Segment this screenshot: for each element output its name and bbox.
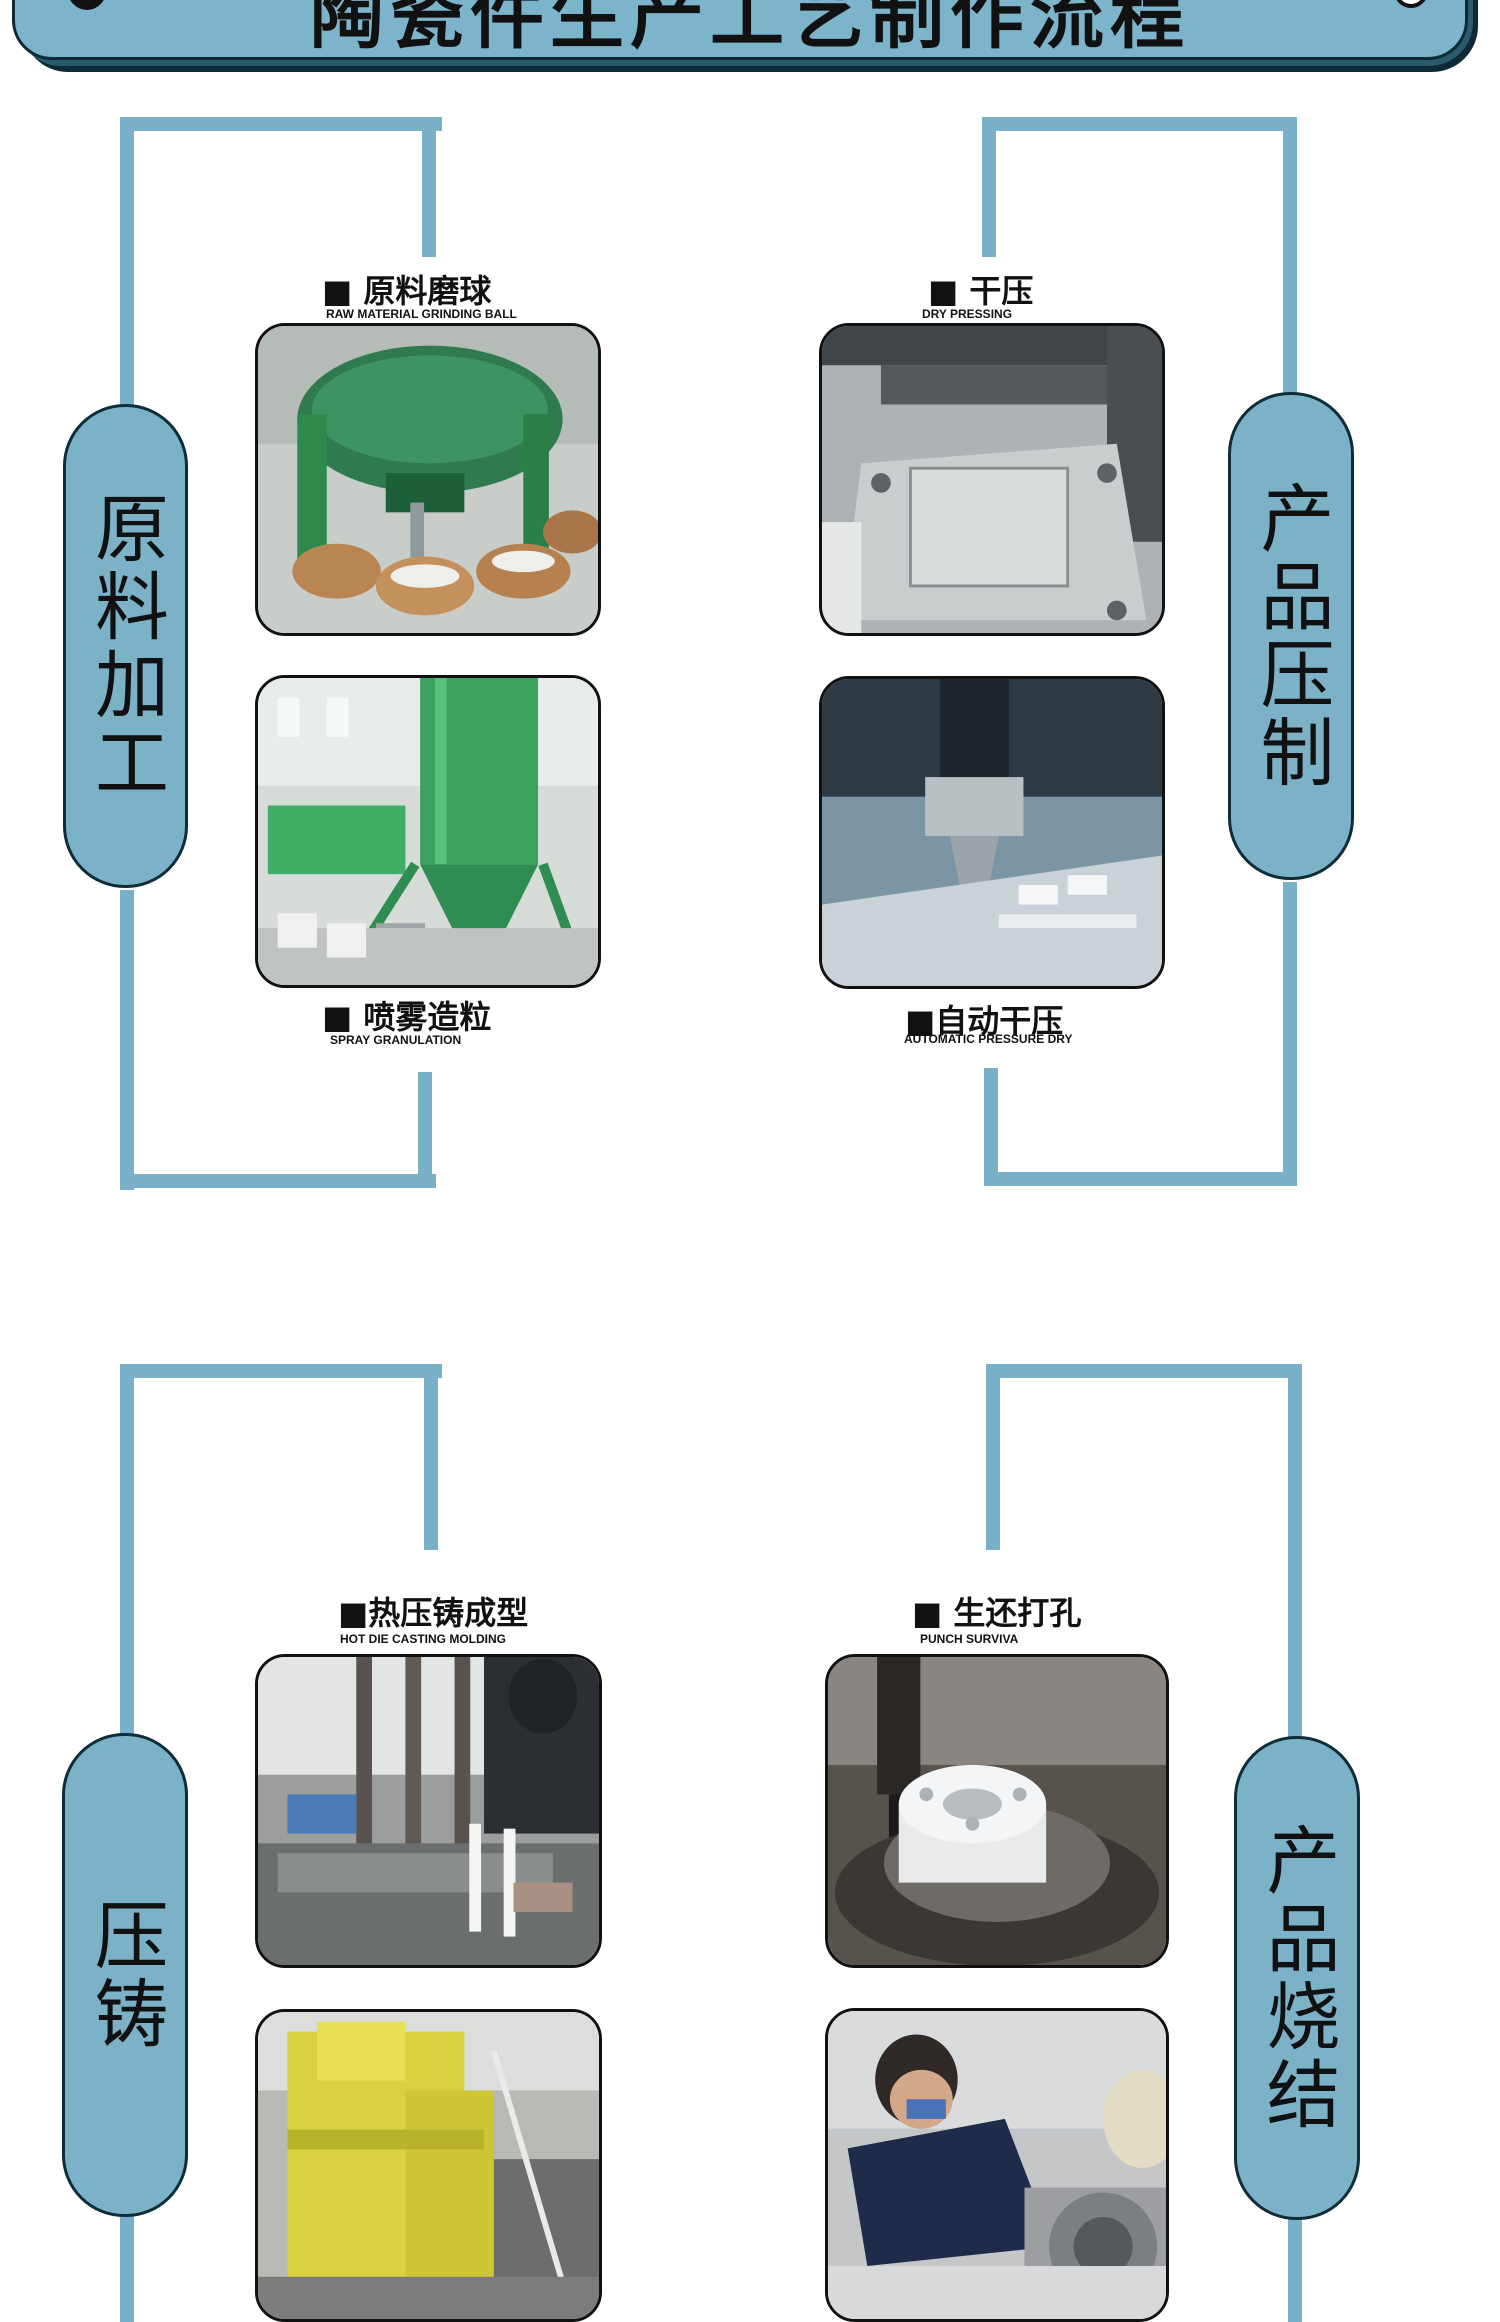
bracket-right xyxy=(1283,882,1297,1186)
bracket-bottom xyxy=(984,1172,1297,1186)
bracket-top xyxy=(120,117,442,131)
step-label: ■ 喷雾造粒 xyxy=(322,998,492,1036)
section-pill-label: 压铸 xyxy=(82,1897,168,2053)
page-title: 陶瓷件生产工艺制作流程 xyxy=(310,0,1190,59)
section-pill-label: 原料加工 xyxy=(82,490,169,802)
bracket-top xyxy=(982,117,1297,131)
step-label: ■ 原料磨球 xyxy=(322,272,492,310)
section-pill: 产品烧结 xyxy=(1234,1736,1360,2220)
step-label-en: HOT DIE CASTING MOLDING xyxy=(340,1632,506,1646)
bracket-left xyxy=(120,1364,134,1734)
bracket-left xyxy=(120,2210,134,2322)
bracket-top xyxy=(986,1364,1302,1378)
step-label-en: AUTOMATIC PRESSURE DRY xyxy=(904,1032,1073,1046)
bracket-left xyxy=(120,890,134,1190)
header-banner xyxy=(12,0,1468,60)
bracket-tick xyxy=(424,1364,438,1550)
bracket-left xyxy=(120,117,134,417)
step-label-en: SPRAY GRANULATION xyxy=(330,1033,462,1047)
step-label-en: DRY PRESSING xyxy=(922,307,1013,321)
photo-casting-machine xyxy=(255,2009,602,2322)
bracket-bottom xyxy=(120,1174,436,1188)
photo-hot-die-casting xyxy=(255,1654,602,1968)
bracket-right xyxy=(1288,2215,1302,2322)
step-label: ■自动干压 xyxy=(905,1002,1064,1040)
step-label-en: PUNCH SURVIVA xyxy=(920,1632,1019,1646)
photo-automatic-pressing xyxy=(819,676,1165,989)
photo-grinding-ball xyxy=(255,323,601,636)
bracket-tick xyxy=(984,1068,998,1186)
step-label: ■热压铸成型 xyxy=(338,1594,529,1632)
bracket-right xyxy=(1283,117,1297,397)
bracket-top xyxy=(120,1364,442,1378)
step-label: ■ 生还打孔 xyxy=(912,1594,1082,1632)
bracket-tick xyxy=(418,1072,432,1182)
section-pill: 产品压制 xyxy=(1228,392,1354,880)
section-pill-label: 产品烧结 xyxy=(1254,1822,1340,2134)
bracket-right xyxy=(1288,1364,1302,1739)
photo-punch-survival xyxy=(825,1654,1169,1968)
photo-machining-worker xyxy=(825,2008,1169,2322)
bracket-tick xyxy=(986,1364,1000,1550)
bracket-tick xyxy=(422,117,436,257)
banner-dot-icon xyxy=(68,0,106,10)
section-pill-label: 产品压制 xyxy=(1248,480,1334,792)
section-pill: 原料加工 xyxy=(63,404,188,888)
section-pill: 压铸 xyxy=(62,1733,188,2217)
photo-dry-pressing xyxy=(819,323,1165,636)
step-label: ■ 干压 xyxy=(928,272,1034,310)
step-label-en: RAW MATERIAL GRINDING BALL xyxy=(326,307,517,321)
photo-spray-granulation xyxy=(255,675,601,988)
bracket-tick xyxy=(982,117,996,257)
